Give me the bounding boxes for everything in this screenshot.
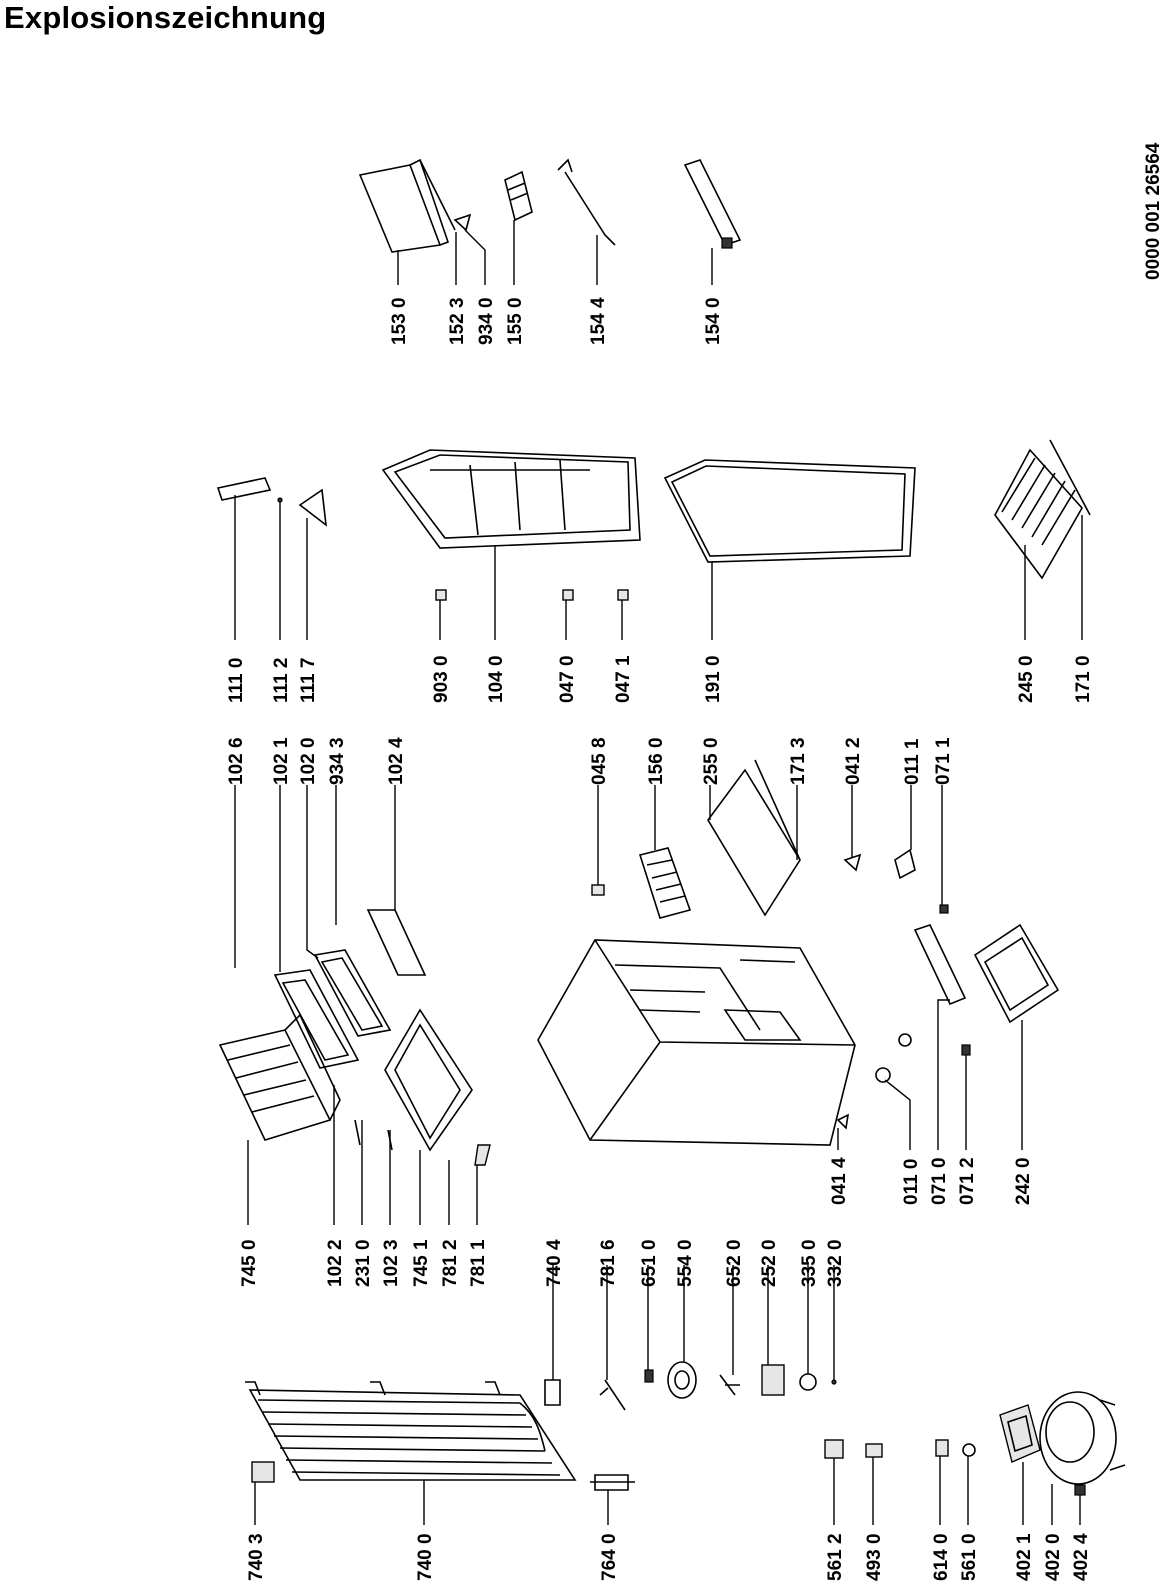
door-inner-drawing — [381, 449, 641, 549]
page-title: Explosionszeichnung — [4, 0, 327, 35]
part-label: 111 7 — [298, 658, 319, 703]
part-label: 740 4 — [544, 1239, 565, 1287]
part-labels: 740 3 740 0 764 0 561 2 493 0 614 0 561 … — [226, 297, 1094, 1581]
bracket-drawing — [251, 1461, 275, 1483]
part-label: 154 0 — [703, 297, 724, 345]
part-label: 781 2 — [440, 1239, 461, 1287]
part-label: 781 1 — [468, 1239, 489, 1287]
part-label: 047 1 — [613, 655, 634, 703]
part-label: 111 0 — [226, 658, 247, 703]
evaporator-drawing — [218, 1013, 341, 1141]
part-label: 781 6 — [598, 1239, 619, 1287]
part-label: 102 4 — [386, 737, 407, 785]
part-label: 934 3 — [327, 737, 348, 785]
leader-lines — [234, 220, 1083, 1525]
part-label: 171 3 — [788, 737, 809, 785]
part-label: 242 0 — [1013, 1157, 1034, 1205]
part-label: 154 4 — [588, 297, 609, 345]
part-illustrations — [216, 158, 1126, 1496]
part-label: 493 0 — [864, 1533, 885, 1581]
part-label: 934 0 — [476, 297, 497, 345]
part-label: 152 3 — [447, 297, 468, 345]
part-label: 614 0 — [931, 1533, 952, 1581]
part-label: 071 0 — [929, 1157, 950, 1205]
part-label: 041 2 — [843, 737, 864, 785]
part-label: 561 2 — [825, 1533, 846, 1581]
part-label: 155 0 — [505, 297, 526, 345]
part-label: 231 0 — [353, 1239, 374, 1287]
tube-drawing — [590, 1474, 635, 1491]
cabinet-drawing — [537, 939, 856, 1146]
part-label: 011 1 — [902, 738, 923, 785]
part-label: 652 0 — [724, 1239, 745, 1287]
part-label: 047 0 — [557, 655, 578, 703]
part-label: 102 1 — [271, 737, 292, 785]
part-label: 041 4 — [829, 1157, 850, 1205]
part-label: 156 0 — [646, 737, 667, 785]
part-label: 402 4 — [1071, 1533, 1092, 1581]
part-label: 903 0 — [431, 655, 452, 703]
part-label: 561 0 — [959, 1533, 980, 1581]
part-label: 011 0 — [901, 1159, 922, 1206]
part-label: 740 0 — [415, 1533, 436, 1581]
part-label: 102 2 — [325, 1239, 346, 1287]
relay-box-drawing — [999, 1404, 1041, 1463]
part-label: 102 6 — [226, 737, 247, 785]
part-label: 102 3 — [381, 1239, 402, 1287]
part-label: 071 2 — [957, 1157, 978, 1205]
part-label: 071 1 — [933, 737, 954, 785]
part-label: 102 0 — [298, 737, 319, 785]
part-label: 111 2 — [271, 658, 292, 703]
part-label: 045 8 — [589, 737, 610, 785]
tray-drawing — [273, 969, 360, 1069]
part-label: 764 0 — [599, 1533, 620, 1581]
part-label: 745 0 — [239, 1239, 260, 1287]
part-label: 171 0 — [1073, 655, 1094, 703]
part-label: 745 1 — [411, 1239, 432, 1287]
part-label: 335 0 — [799, 1239, 820, 1287]
part-label: 402 0 — [1043, 1533, 1064, 1581]
part-label: 245 0 — [1016, 655, 1037, 703]
part-label: 740 3 — [246, 1533, 267, 1581]
part-label: 252 0 — [759, 1239, 780, 1287]
part-label: 554 0 — [675, 1239, 696, 1287]
part-label: 332 0 — [825, 1239, 846, 1287]
part-label: 153 0 — [389, 297, 410, 345]
door-gasket-drawing — [663, 459, 916, 563]
part-label: 104 0 — [486, 655, 507, 703]
part-label: 651 0 — [639, 1239, 660, 1287]
part-label: 255 0 — [701, 737, 722, 785]
condenser-drawing — [245, 1381, 577, 1481]
compressor-drawing — [1039, 1391, 1126, 1485]
part-label: 402 1 — [1014, 1533, 1035, 1581]
part-label: 191 0 — [703, 655, 724, 703]
door-shelf-drawing — [358, 164, 442, 253]
